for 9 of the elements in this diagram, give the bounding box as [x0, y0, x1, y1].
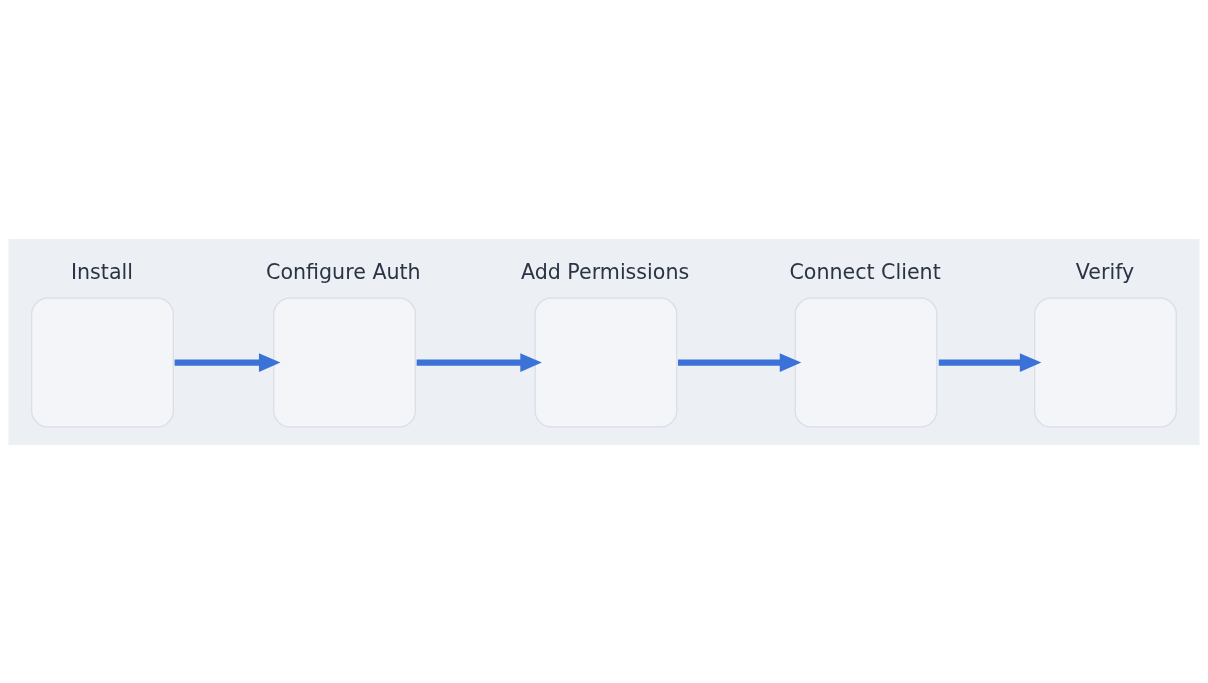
node-label: Add Permissions — [520, 259, 690, 284]
node-label: Configure Auth — [266, 259, 421, 284]
arrow — [678, 352, 802, 372]
arrow — [174, 352, 281, 372]
arrow — [416, 352, 542, 372]
arrow — [938, 352, 1042, 372]
node-label: Install — [70, 259, 133, 284]
node-label: Connect Client — [789, 259, 941, 284]
node-label: Verify — [1075, 259, 1135, 284]
